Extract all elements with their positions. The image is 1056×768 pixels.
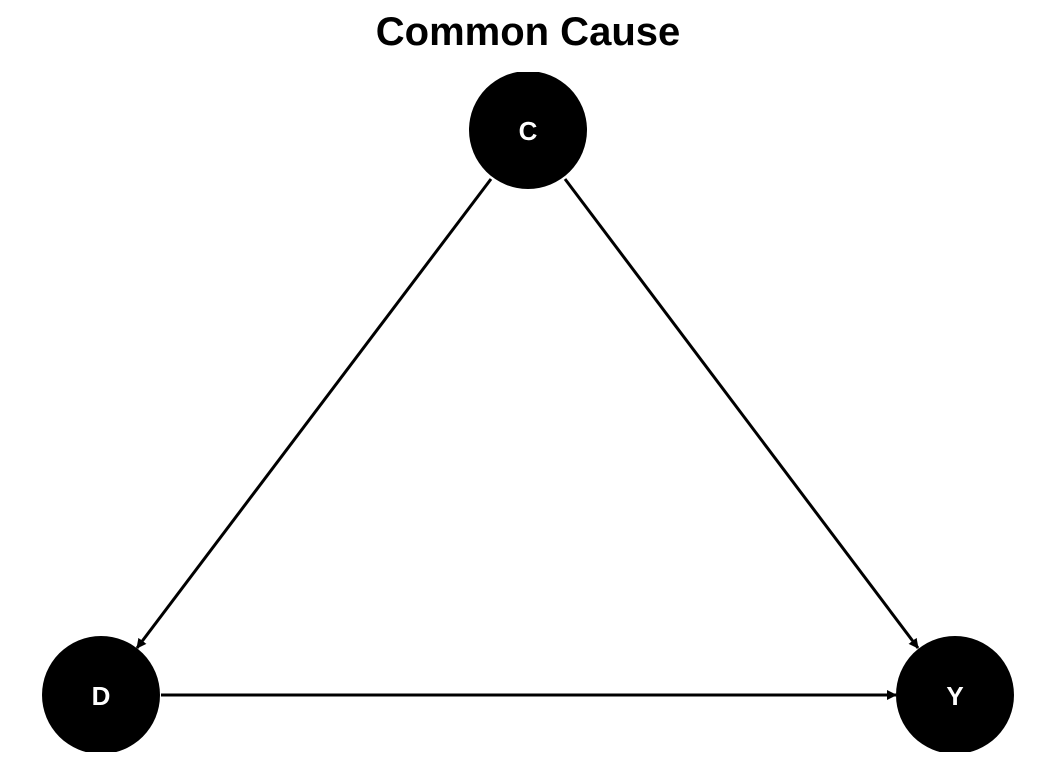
diagram-title: Common Cause <box>375 10 681 54</box>
node-d-label: D <box>92 681 111 711</box>
node-c: C <box>469 72 587 189</box>
node-d: D <box>42 636 160 752</box>
edge-group <box>135 178 920 700</box>
edge-c-to-y <box>563 178 920 649</box>
edge-c-to-d <box>135 178 493 649</box>
node-y-label: Y <box>946 681 963 711</box>
node-c-label: C <box>519 116 538 146</box>
node-group: C D Y <box>42 72 1014 752</box>
node-y: Y <box>896 636 1014 752</box>
